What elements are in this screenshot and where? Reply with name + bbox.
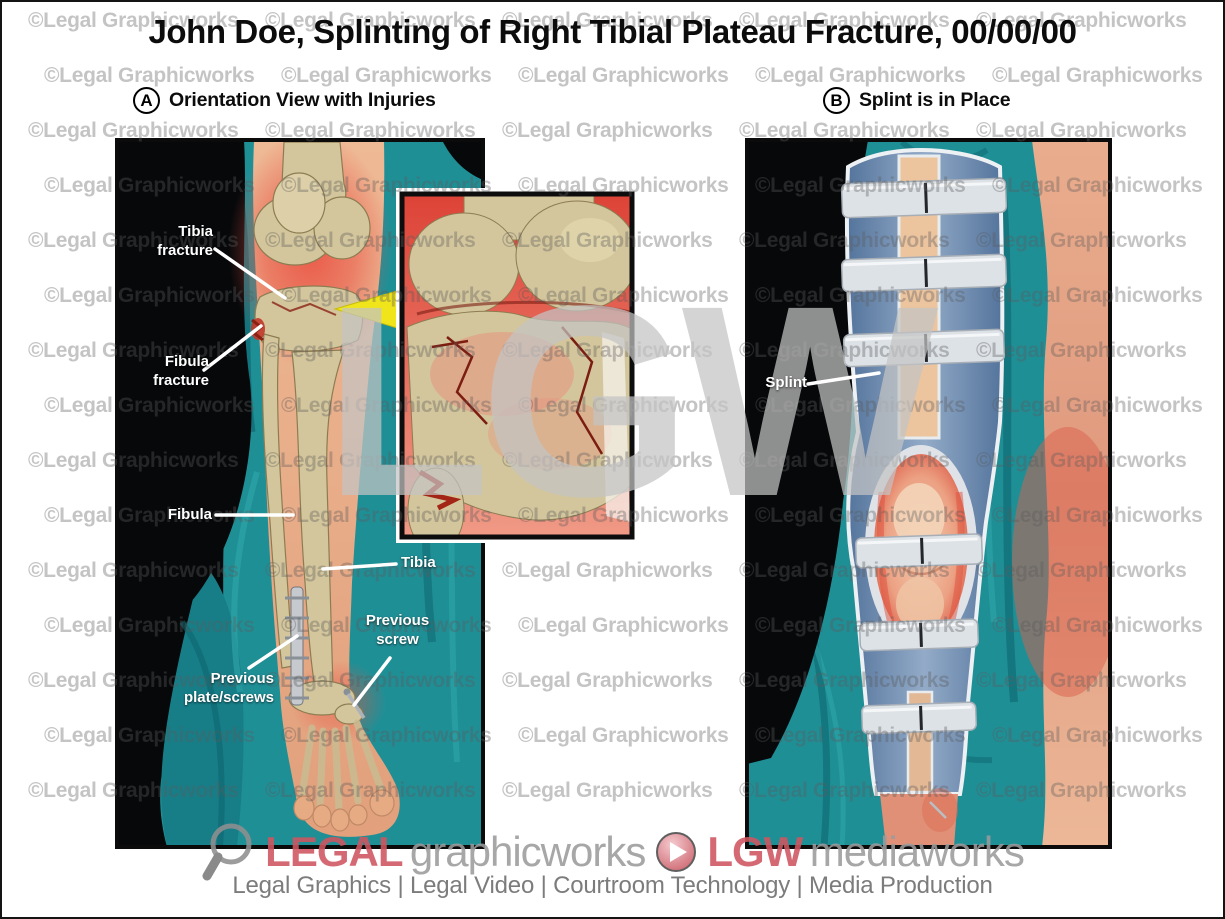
panel-a-heading-text: Orientation View with Injuries [169, 89, 436, 111]
label-splint: Splint [765, 374, 807, 391]
tibia-plateau-fracture-graphic [271, 301, 337, 316]
page-title: John Doe, Splinting of Right Tibial Plat… [148, 13, 1077, 50]
label-fibula: Fibula [167, 506, 212, 523]
inset-frame [399, 191, 635, 540]
play-icon [656, 832, 697, 872]
splint-straps [840, 177, 1008, 735]
magnifier-icon [202, 823, 252, 881]
panel-b-marker: B [823, 87, 850, 114]
label-tibia: Tibia [401, 554, 436, 571]
brand-legal: LEGAL [265, 828, 403, 875]
label-fibula-fracture: Fibula fracture [153, 353, 209, 389]
panel-a-heading: A Orientation View with Injuries [133, 87, 436, 114]
label-tibia-fracture: Tibia fracture [157, 223, 213, 259]
panel-b-heading: B Splint is in Place [823, 87, 1011, 114]
inset-artwork [402, 194, 632, 537]
panel-b-artwork [747, 140, 1110, 847]
fibula-head-graphic [407, 467, 465, 537]
brand-text: LEGAL graphicworks [265, 828, 646, 876]
brand-mediaworks: mediaworks [809, 828, 1025, 875]
panel-b-frame [745, 138, 1112, 849]
toes [293, 789, 395, 832]
brand-logo-row: LEGAL graphicworks LGW mediaworks [2, 820, 1223, 884]
foot-bones [298, 719, 385, 813]
panel-a-marker: A [133, 87, 160, 114]
fracture-lines [431, 326, 604, 455]
label-previous-screw: Previous screw [365, 612, 430, 648]
brand-lgw: LGW [707, 828, 803, 875]
label-previous-plate: Previous plate/screws [183, 670, 274, 706]
previous-plate-graphic [290, 586, 304, 706]
brand-text-2: LGW mediaworks [707, 828, 1025, 876]
brand-graphicworks: graphicworks [409, 828, 646, 875]
panel-b-heading-text: Splint is in Place [859, 89, 1011, 111]
services-tagline: Legal Graphics | Legal Video | Courtroom… [232, 872, 993, 899]
bones-panel-a [253, 141, 371, 725]
